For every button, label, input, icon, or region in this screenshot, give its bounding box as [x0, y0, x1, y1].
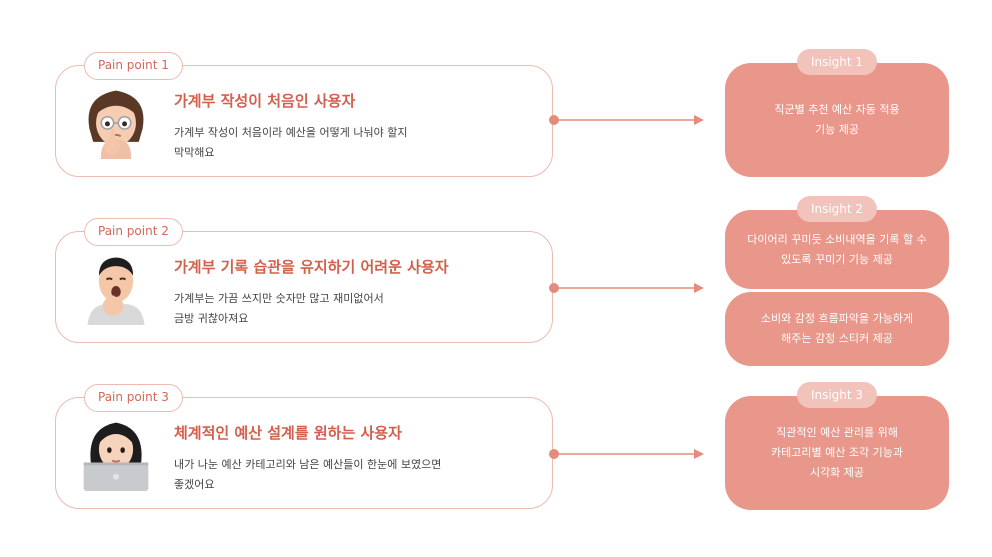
pain-point-card-2: Pain point 2 가계부 기록 습관을 유지하기 어려운 사용자 가계부… — [55, 218, 553, 343]
pain-point-tag: Pain point 3 — [84, 384, 183, 412]
arrow-connector-3 — [549, 449, 704, 459]
insight-text: 직군별 추천 예산 자동 적용 기능 제공 — [774, 103, 900, 136]
pain-point-card-3: Pain point 3 체계적인 예산 설계를 원하는 사용자 내가 나눈 예… — [55, 384, 553, 509]
pain-point-title: 가계부 기록 습관을 유지하기 어려운 사용자 — [174, 258, 449, 276]
insight-box-2b: 소비와 감정 흐름파악을 가능하게 해주는 감정 스티커 제공 — [725, 292, 949, 366]
thinking-woman-avatar-icon — [88, 90, 144, 159]
arrow-connector-1 — [549, 115, 704, 125]
pain-point-title: 체계적인 예산 설계를 원하는 사용자 — [174, 424, 402, 442]
pain-point-description: 가계부는 가끔 쓰지만 숫자만 많고 재미없어서 금방 귀찮아져요 — [174, 292, 384, 325]
insight-box-1: Insight 1 직군별 추천 예산 자동 적용 기능 제공 — [725, 49, 949, 177]
insight-text: 다이어리 꾸미듯 소비내역을 기록 할 수 있도록 꾸미기 기능 제공 — [747, 232, 927, 266]
pain-point-card-1: Pain point 1 가계부 작성이 처음인 사용자 가계부 작성이 처음이… — [55, 52, 553, 177]
pain-point-description: 내가 나눈 예산 카테고리와 남은 예산들이 한눈에 보였으면 좋겠어요 — [174, 458, 442, 491]
pain-point-title: 가계부 작성이 처음인 사용자 — [174, 92, 356, 110]
pain-point-tag: Pain point 1 — [84, 52, 183, 80]
insight-box-2a: Insight 2 다이어리 꾸미듯 소비내역을 기록 할 수 있도록 꾸미기 … — [725, 196, 949, 289]
laptop-woman-avatar-icon — [83, 422, 149, 491]
pain-point-description: 가계부 작성이 처음이라 예산을 어떻게 나눠야 할지 막막해요 — [174, 126, 408, 159]
insight-tag: Insight 1 — [796, 49, 878, 75]
insight-text: 직관적인 예산 관리를 위해 카테고리별 예산 조각 기능과 시각화 제공 — [771, 426, 903, 479]
yawning-man-avatar-icon — [87, 257, 145, 325]
insight-box-3: Insight 3 직관적인 예산 관리를 위해 카테고리별 예산 조각 기능과… — [725, 382, 949, 510]
insight-text: 소비와 감정 흐름파악을 가능하게 해주는 감정 스티커 제공 — [760, 312, 914, 345]
pain-point-tag: Pain point 2 — [84, 218, 183, 246]
insight-tag: Insight 3 — [796, 382, 878, 408]
insight-tag: Insight 2 — [796, 196, 878, 222]
arrow-connector-2 — [549, 283, 704, 293]
